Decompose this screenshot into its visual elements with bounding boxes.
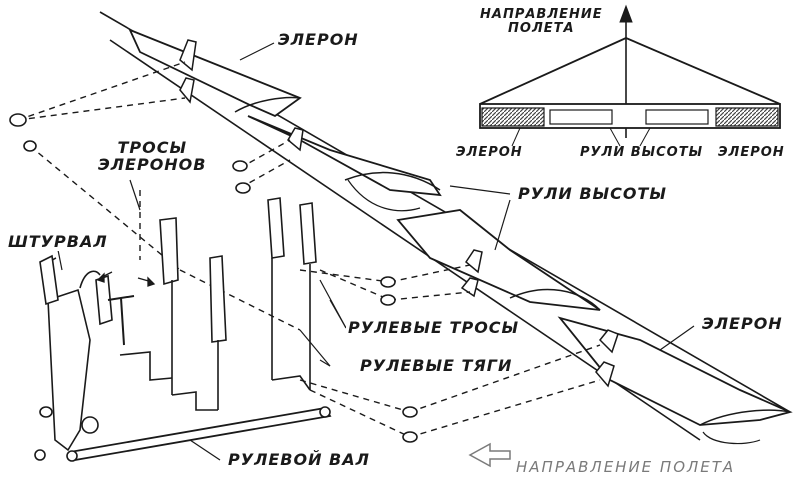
label-aileron-cables: ТРОСЫ ЭЛЕРОНОВ <box>96 138 209 174</box>
label-flight-direction-bottom: НАПРАВЛЕНИЕ ПОЛЕТА <box>516 458 736 476</box>
inset-left-aileron <box>481 107 545 127</box>
inset-arrow-icon <box>619 4 633 23</box>
arrow-right-icon <box>147 276 156 287</box>
inset-title: НАПРАВЛЕНИЕ ПОЛЕТА <box>480 7 603 36</box>
inset-right-elevator <box>645 109 709 125</box>
arrow-left-icon <box>96 272 105 283</box>
inset-right-aileron <box>715 107 779 127</box>
label-control-shaft: РУЛЕВОЙ ВАЛ <box>226 450 372 469</box>
control-mechanism <box>34 197 332 462</box>
leader-lines <box>57 42 695 461</box>
label-aileron-top: ЭЛЕРОН <box>276 30 361 49</box>
flight-direction-arrow-icon <box>468 442 511 468</box>
label-aileron-right: ЭЛЕРОН <box>700 314 785 333</box>
pulleys <box>9 113 418 443</box>
label-control-rods: РУЛЕВЫЕ ТЯГИ <box>358 356 515 375</box>
control-horns <box>179 39 619 388</box>
inset-label-elevators: РУЛИ ВЫСОТЫ <box>580 145 704 160</box>
label-rudder-cables: РУЛЕВЫЕ ТРОСЫ <box>346 318 522 337</box>
wing <box>99 11 793 445</box>
cables-dashed <box>17 61 601 438</box>
turn-arrows <box>96 271 156 287</box>
label-control-wheel: ШТУРВАЛ <box>6 232 110 251</box>
inset-label-left-aileron: ЭЛЕРОН <box>456 145 523 160</box>
inset-label-right-aileron: ЭЛЕРОН <box>718 145 785 160</box>
label-elevators: РУЛИ ВЫСОТЫ <box>516 184 669 203</box>
inset-left-elevator <box>549 109 613 125</box>
inset-planform <box>479 4 781 147</box>
